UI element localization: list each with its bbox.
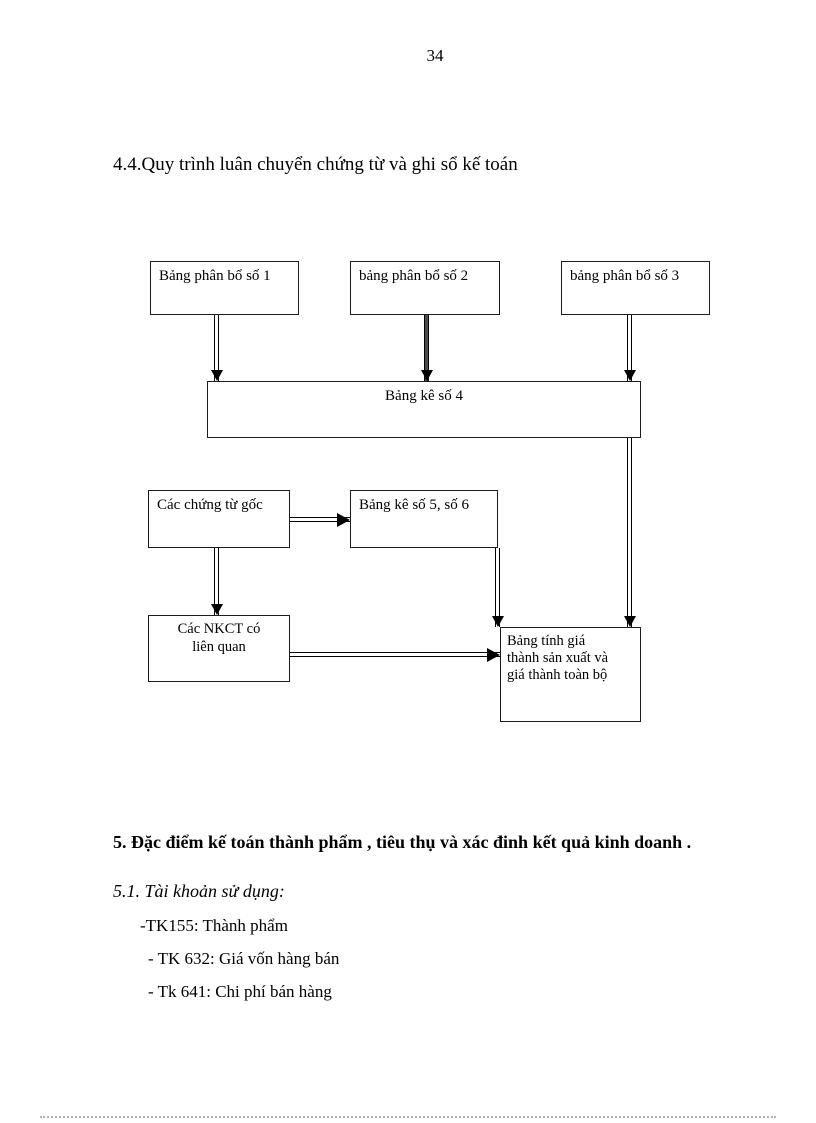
box-cac-chung-tu-goc: Các chứng từ gốc <box>148 490 290 548</box>
section-heading-5-1: 5.1. Tài khoản sử dụng: <box>113 881 285 901</box>
arrow-pb3-to-bk4-icon <box>627 315 632 381</box>
arrow-bk56-to-bang-tinh-icon <box>495 548 500 627</box>
arrow-ctg-to-bk56-icon <box>290 517 350 522</box>
box-cac-nkct-lien-quan: Các NKCT có liên quan <box>148 615 290 682</box>
box-bang-ke-so-4: Bảng kê số 4 <box>207 381 641 438</box>
arrow-pb1-to-bk4-icon <box>214 315 219 381</box>
account-item-tk155: -TK155: Thành phẩm <box>140 916 288 935</box>
account-item-tk632: - TK 632: Giá vốn hàng bán <box>148 949 340 968</box>
box-bang-ke-so-5-6: Bảng kê số 5, số 6 <box>350 490 498 548</box>
box-bang-phan-bo-so-2: bảng phân bổ số 2 <box>350 261 500 315</box>
footer-dotted-line <box>40 1116 776 1118</box>
arrow-ctg-to-nkct-icon <box>214 548 219 615</box>
section-heading-5: 5. Đặc điểm kế toán thành phẩm , tiêu th… <box>113 832 692 852</box>
account-item-tk641: - Tk 641: Chi phí bán hàng <box>148 982 332 1001</box>
arrow-pb2-to-bk4-icon <box>424 315 429 381</box>
arrow-bk4-to-bang-tinh-icon <box>627 438 632 627</box>
box-bang-phan-bo-so-1: Bảng phân bổ số 1 <box>150 261 299 315</box>
page-number: 34 <box>426 46 444 65</box>
section-heading-4-4: 4.4.Quy trình luân chuyển chứng từ và gh… <box>113 154 518 175</box>
box-bang-phan-bo-so-3: bảng phân bổ số 3 <box>561 261 710 315</box>
box-bang-tinh-gia-thanh: Bảng tính giá thành sản xuất và giá thàn… <box>500 627 641 722</box>
arrow-nkct-to-bang-tinh-icon <box>290 652 500 657</box>
